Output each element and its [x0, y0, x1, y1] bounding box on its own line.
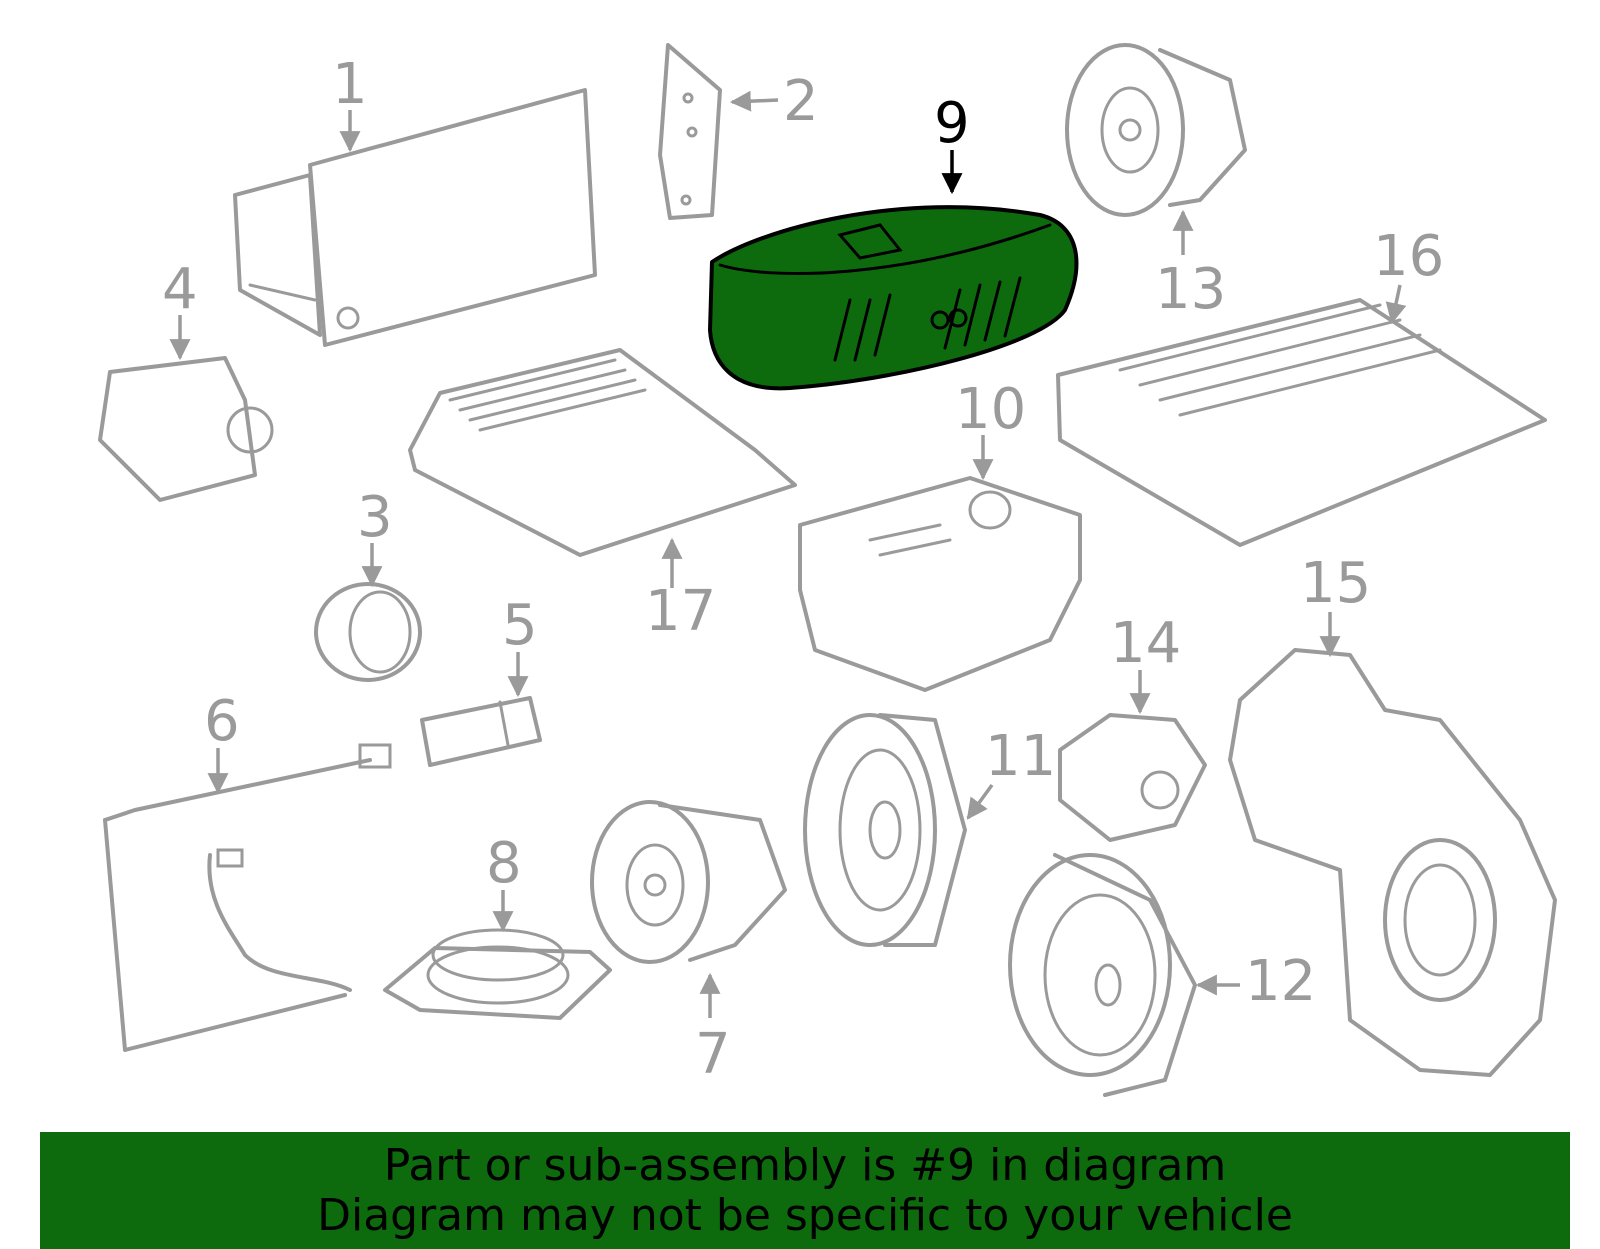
callout-8: 8 [486, 831, 522, 896]
banner-line-2: Diagram may not be specific to your vehi… [317, 1189, 1293, 1241]
callout-17: 17 [645, 579, 716, 644]
callout-14: 14 [1110, 611, 1181, 676]
callout-15: 15 [1300, 551, 1371, 616]
part-16-control-unit[interactable] [1056, 298, 1547, 547]
callout-6: 6 [204, 689, 240, 754]
callout-7: 7 [695, 1022, 731, 1087]
callout-3: 3 [357, 485, 393, 550]
part-1-display[interactable] [233, 88, 597, 347]
part-9-highlighted-module[interactable] [708, 205, 1079, 391]
part-12-door-speaker[interactable] [1008, 853, 1197, 1097]
banner-line-1: Part or sub-assembly is #9 in diagram [383, 1139, 1227, 1191]
info-banner: Part or sub-assembly is #9 in diagram Di… [40, 1132, 1570, 1249]
callout-arrows [169, 90, 1407, 1018]
callout-10: 10 [955, 377, 1026, 442]
part-8-tweeter[interactable] [383, 928, 612, 1020]
callout-9: 9 [934, 91, 970, 156]
callout-2: 2 [783, 69, 819, 134]
part-4-switch-module[interactable] [98, 356, 274, 502]
callout-4: 4 [162, 257, 198, 322]
part-2-bracket[interactable] [658, 43, 722, 220]
part-15-enclosure[interactable] [1228, 648, 1557, 1077]
part-7-speaker[interactable] [590, 800, 787, 964]
callout-1: 1 [332, 52, 368, 117]
callout-16: 16 [1373, 224, 1444, 289]
callout-labels: 1 2 3 4 5 6 7 8 9 10 11 12 13 14 15 16 1… [162, 52, 1444, 1087]
part-14-small-speaker[interactable] [1058, 713, 1207, 842]
part-17-amplifier[interactable] [408, 348, 797, 557]
callout-13: 13 [1155, 257, 1226, 322]
part-10-control-box[interactable] [798, 476, 1082, 692]
part-3-ring[interactable] [314, 582, 422, 682]
part-13-speaker[interactable] [1065, 43, 1247, 217]
callout-11: 11 [985, 724, 1056, 789]
part-11-woofer[interactable] [803, 713, 967, 947]
callout-12: 12 [1245, 949, 1316, 1014]
part-6-harness[interactable] [103, 743, 392, 1052]
part-5-connector[interactable] [420, 696, 542, 767]
callout-5: 5 [502, 593, 538, 658]
